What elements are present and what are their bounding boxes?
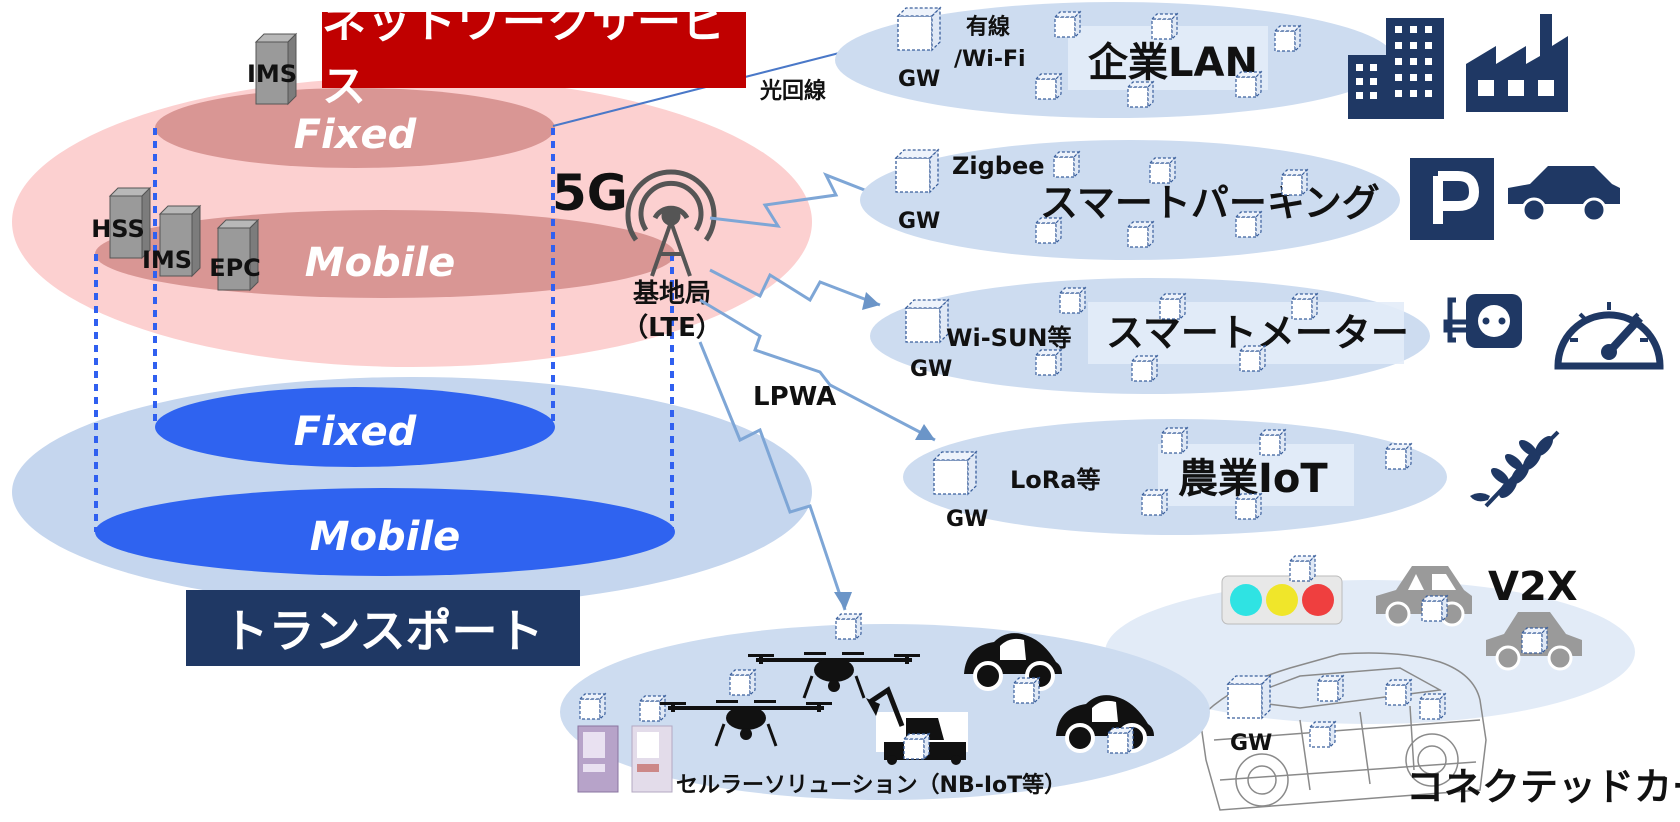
agri-link: LoRa等 (1010, 466, 1100, 494)
car-icon (1508, 166, 1620, 223)
network-fixed-band (155, 88, 555, 168)
transport-layer: Fixed Mobile (12, 377, 812, 607)
transport-mobile-label: Mobile (310, 514, 460, 560)
wheat-icon (1470, 430, 1560, 508)
enterprise-link-2: /Wi-Fi (954, 47, 1026, 72)
enterprise-gw: GW (898, 67, 940, 92)
traffic-light-icon (1221, 575, 1343, 625)
enterprise-link-1: 有線 (966, 14, 1010, 40)
enterprise-name: 企業LAN (1088, 40, 1258, 86)
ims-label: IMS (142, 246, 192, 274)
network-services-title: ネットワークサービス (322, 0, 746, 112)
parking-sign-icon (1410, 158, 1494, 240)
parking-name: スマートパーキング (1040, 181, 1380, 225)
ims-top-label: IMS (247, 60, 297, 88)
agri-iot-domain: GW LoRa等 農業IoT (903, 419, 1447, 535)
factory-icon (1466, 14, 1568, 112)
antenna-icon (625, 169, 717, 277)
hss-label: HSS (91, 215, 145, 243)
link-arrowheads (834, 188, 935, 610)
meter-link: Wi-SUN等 (946, 324, 1072, 352)
network-fixed-label: Fixed (294, 112, 417, 158)
base-station-label: 基地局 (633, 279, 711, 309)
base-station-sub: （LTE） (622, 313, 722, 343)
car-gw: GW (1230, 731, 1272, 756)
gauge-icon (1554, 302, 1664, 370)
connected-car-domain: V2X GW コネクテッドカー (1105, 555, 1680, 811)
enterprise-lan-domain: GW 有線 /Wi-Fi 企業LAN (835, 2, 1395, 118)
smart-parking-domain: GW Zigbee スマートパーキング (860, 140, 1400, 260)
building-windows (1356, 26, 1432, 99)
parking-gw: GW (898, 209, 940, 234)
fiber-label: 光回線 (759, 78, 826, 104)
network-mobile-label: Mobile (305, 240, 455, 286)
transport-title: トランスポート (186, 590, 580, 666)
v2x-label: V2X (1488, 564, 1578, 610)
power-plug-icon (1443, 294, 1522, 348)
cellular-domain: セルラーソリューション（NB-IoT等） (560, 613, 1210, 800)
v2x-car-icon (1376, 566, 1472, 627)
agri-gw: GW (946, 507, 988, 532)
transport-mobile-band (95, 488, 675, 576)
parking-link: Zigbee (952, 152, 1045, 180)
vending-machine-icon (577, 725, 673, 793)
lpwa-label: LPWA (753, 382, 836, 412)
epc-label: EPC (209, 254, 261, 282)
transport-fixed-band (155, 387, 555, 467)
connected-car-name: コネクテッドカー (1406, 765, 1680, 809)
meter-gw: GW (910, 357, 952, 382)
parking-ellipse (860, 140, 1400, 260)
office-building-icon (1348, 18, 1444, 119)
smart-meter-domain: GW Wi-SUN等 スマートメーター (870, 278, 1430, 394)
wireless-links (698, 172, 936, 611)
5g-label: 5G (552, 164, 628, 222)
cellular-name: セルラーソリューション（NB-IoT等） (676, 772, 1066, 798)
layer-connectors (94, 128, 674, 532)
transport-fixed-label: Fixed (294, 409, 417, 455)
